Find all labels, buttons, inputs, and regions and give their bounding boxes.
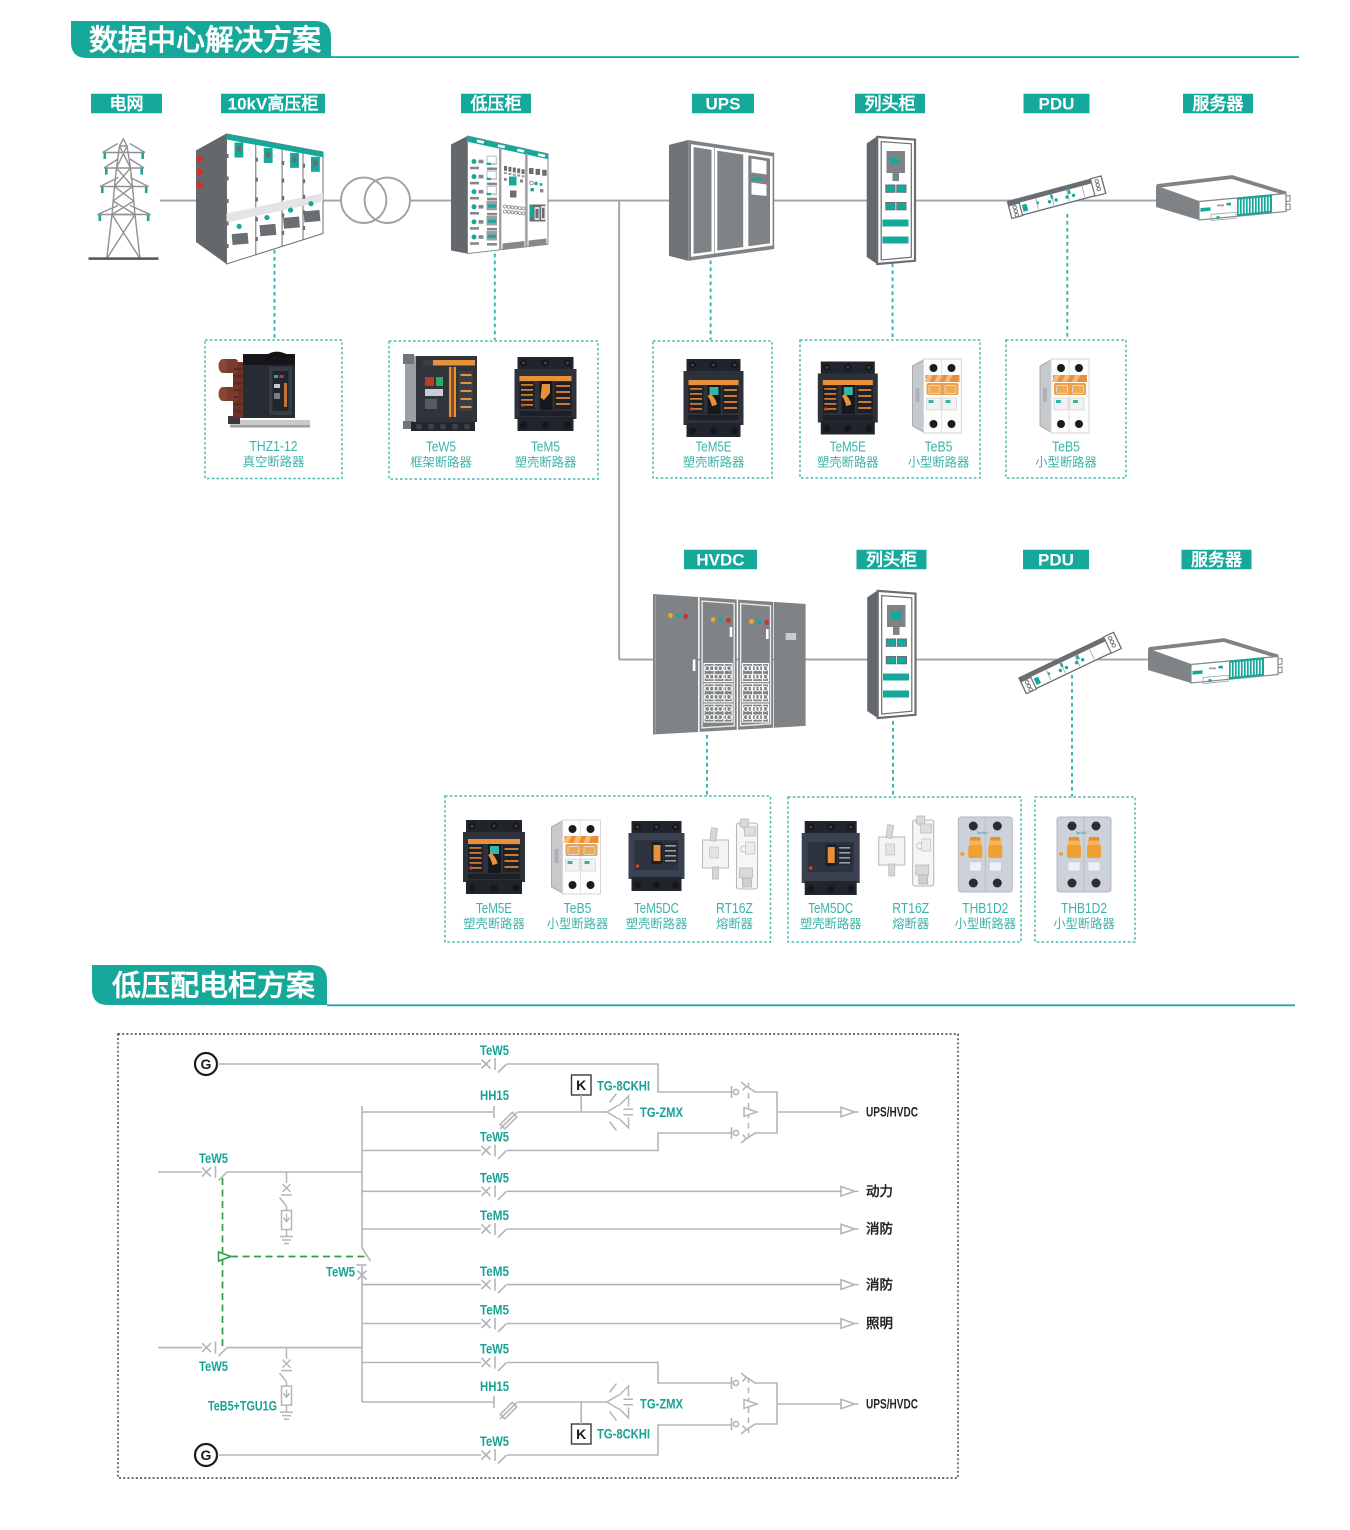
svg-text:真空断路器: 真空断路器 bbox=[243, 454, 305, 469]
svg-text:小型断路器: 小型断路器 bbox=[1053, 916, 1115, 931]
svg-text:K: K bbox=[576, 1077, 586, 1093]
svg-text:G: G bbox=[201, 1056, 212, 1072]
svg-text:塑壳断路器: 塑壳断路器 bbox=[800, 916, 862, 931]
svg-text:RT16Z: RT16Z bbox=[892, 901, 929, 917]
svg-text:TeM5: TeM5 bbox=[480, 1303, 509, 1318]
svg-text:TeM5E: TeM5E bbox=[830, 440, 866, 456]
svg-text:PDU: PDU bbox=[1038, 550, 1074, 569]
svg-text:服务器: 服务器 bbox=[1193, 93, 1245, 113]
svg-text:TeW5: TeW5 bbox=[426, 440, 456, 456]
svg-text:TeB5: TeB5 bbox=[564, 901, 592, 917]
svg-text:TeM5E: TeM5E bbox=[476, 901, 512, 917]
svg-text:熔断器: 熔断器 bbox=[716, 916, 753, 931]
svg-text:塑壳断路器: 塑壳断路器 bbox=[626, 916, 688, 931]
svg-text:动力: 动力 bbox=[866, 1183, 893, 1199]
svg-text:UPS: UPS bbox=[706, 94, 741, 113]
svg-text:消防: 消防 bbox=[866, 1276, 894, 1292]
svg-text:TeW5: TeW5 bbox=[199, 1151, 228, 1166]
svg-text:TeB5: TeB5 bbox=[1052, 440, 1080, 456]
svg-text:照明: 照明 bbox=[866, 1316, 893, 1331]
svg-text:PDU: PDU bbox=[1039, 94, 1075, 113]
svg-text:小型断路器: 小型断路器 bbox=[547, 916, 609, 931]
svg-text:塑壳断路器: 塑壳断路器 bbox=[817, 454, 879, 469]
svg-text:塑壳断路器: 塑壳断路器 bbox=[463, 916, 525, 931]
svg-text:TeM5: TeM5 bbox=[480, 1208, 509, 1223]
svg-text:HH15: HH15 bbox=[480, 1088, 509, 1103]
svg-text:电网: 电网 bbox=[110, 93, 144, 113]
svg-text:小型断路器: 小型断路器 bbox=[955, 916, 1017, 931]
svg-text:列头柜: 列头柜 bbox=[866, 549, 917, 569]
svg-text:TeW5: TeW5 bbox=[480, 1171, 509, 1186]
svg-text:UPS/HVDC: UPS/HVDC bbox=[866, 1105, 918, 1120]
svg-text:TeM5: TeM5 bbox=[531, 440, 560, 456]
svg-text:HVDC: HVDC bbox=[696, 550, 744, 569]
svg-text:THZ1-12: THZ1-12 bbox=[250, 439, 298, 455]
svg-text:小型断路器: 小型断路器 bbox=[1035, 454, 1097, 469]
svg-text:10kV高压柜: 10kV高压柜 bbox=[228, 93, 319, 113]
svg-text:TanBo: TanBo bbox=[1075, 830, 1087, 835]
svg-text:TeB5: TeB5 bbox=[925, 440, 953, 456]
svg-text:G: G bbox=[201, 1447, 212, 1463]
svg-text:熔断器: 熔断器 bbox=[892, 916, 929, 931]
svg-text:消防: 消防 bbox=[866, 1221, 894, 1237]
svg-text:低压配电柜方案: 低压配电柜方案 bbox=[111, 968, 316, 1002]
svg-text:TeW5: TeW5 bbox=[480, 1342, 509, 1357]
svg-text:TG-8CKHI: TG-8CKHI bbox=[597, 1079, 650, 1094]
svg-text:列头柜: 列头柜 bbox=[865, 93, 916, 113]
svg-text:TeW5: TeW5 bbox=[480, 1434, 509, 1449]
svg-text:TeW5: TeW5 bbox=[480, 1130, 509, 1145]
svg-text:THB1D2: THB1D2 bbox=[962, 901, 1008, 917]
svg-text:服务器: 服务器 bbox=[1191, 549, 1243, 569]
svg-text:TeB5+TGU1G: TeB5+TGU1G bbox=[208, 1399, 277, 1414]
svg-text:TG-ZMX: TG-ZMX bbox=[640, 1397, 683, 1412]
svg-text:塑壳断路器: 塑壳断路器 bbox=[683, 454, 745, 469]
svg-text:框架断路器: 框架断路器 bbox=[410, 454, 472, 469]
svg-text:TG-8CKHI: TG-8CKHI bbox=[597, 1427, 650, 1442]
svg-text:RT16Z: RT16Z bbox=[716, 901, 753, 917]
svg-text:TeM5DC: TeM5DC bbox=[634, 901, 679, 917]
svg-text:K: K bbox=[576, 1426, 586, 1442]
svg-text:塑壳断路器: 塑壳断路器 bbox=[515, 454, 577, 469]
svg-text:TanBo: TanBo bbox=[976, 830, 988, 835]
svg-text:TeW5: TeW5 bbox=[199, 1359, 228, 1374]
svg-text:THB1D2: THB1D2 bbox=[1061, 901, 1107, 917]
svg-text:TG-ZMX: TG-ZMX bbox=[640, 1105, 683, 1120]
svg-text:TeM5DC: TeM5DC bbox=[808, 901, 853, 917]
svg-text:TeW5: TeW5 bbox=[480, 1043, 509, 1058]
svg-text:低压柜: 低压柜 bbox=[470, 93, 522, 113]
svg-text:小型断路器: 小型断路器 bbox=[908, 454, 970, 469]
svg-text:TeM5: TeM5 bbox=[480, 1264, 509, 1279]
svg-text:TeM5E: TeM5E bbox=[696, 440, 732, 456]
svg-text:UPS/HVDC: UPS/HVDC bbox=[866, 1397, 918, 1412]
svg-text:数据中心解决方案: 数据中心解决方案 bbox=[89, 23, 322, 57]
svg-text:HH15: HH15 bbox=[480, 1379, 509, 1394]
svg-text:TeW5: TeW5 bbox=[326, 1265, 355, 1280]
